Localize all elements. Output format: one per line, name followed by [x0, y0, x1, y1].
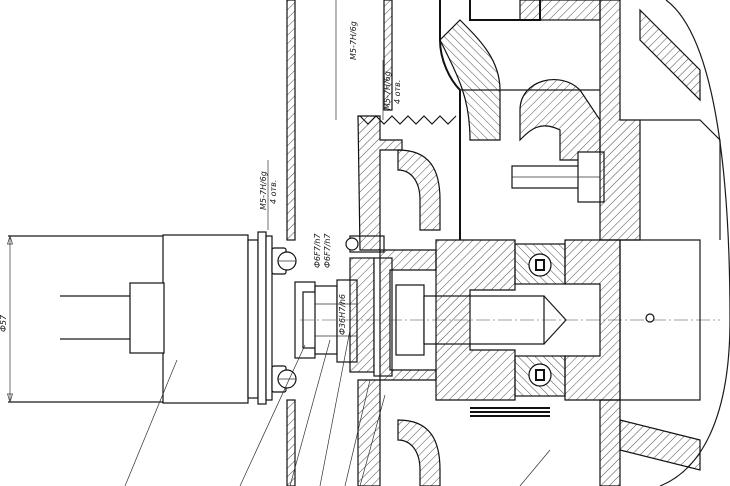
frame: [599, 0, 730, 486]
mounting-screws: [271, 247, 297, 393]
shaft-coupling: [294, 279, 358, 363]
leader-lines: [124, 0, 551, 486]
housing: [357, 0, 437, 486]
diameter-label: Ф57: [0, 314, 8, 332]
thread-depth-mid: 4 отв.: [393, 80, 402, 104]
fit-label-1: Ф6F7/h7: [313, 233, 322, 268]
mounting-wall: [286, 0, 296, 486]
diameter-dimension: [7, 234, 13, 404]
clamp-bolt: [511, 151, 605, 203]
thread-label-mid: M5-7H/6g: [383, 71, 392, 110]
bearing: [514, 243, 566, 397]
thread-label-left: M5-7H/6g: [259, 171, 268, 210]
fit-label-3: Ф36H7/h6: [338, 294, 347, 335]
encoder-body: [8, 231, 273, 405]
thread-label-top: M5-7H/6g: [349, 21, 358, 60]
washer-stack: [470, 407, 550, 417]
fit-label-2: Ф6F7/h7: [323, 233, 332, 268]
pulley: [359, 115, 457, 486]
top-shell: [439, 0, 601, 240]
hub: [435, 19, 621, 401]
thread-depth-left: 4 отв.: [269, 180, 278, 204]
